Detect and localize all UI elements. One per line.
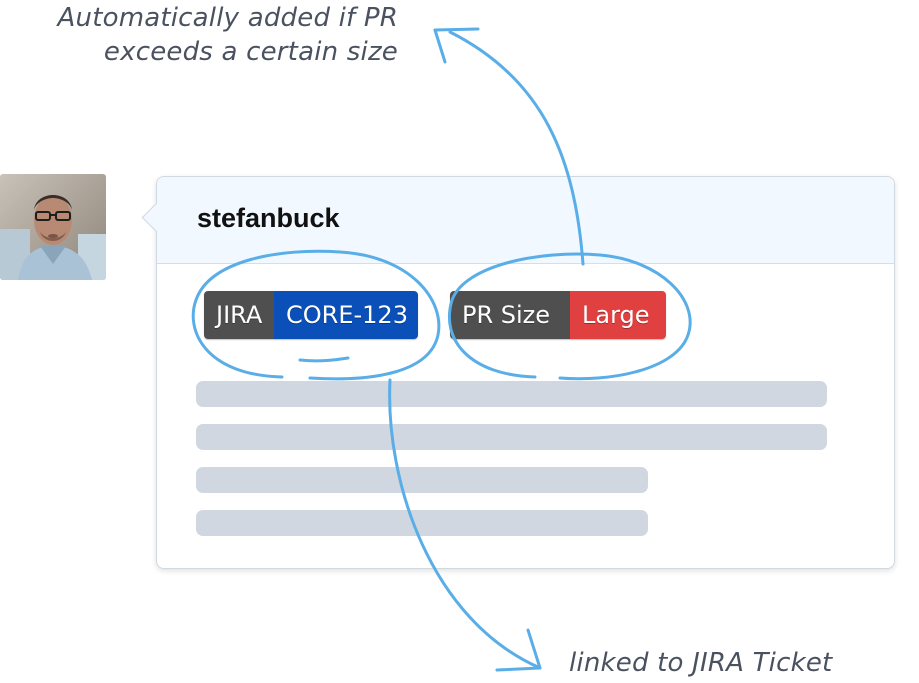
comment-header: stefanbuck bbox=[141, 177, 894, 264]
comment-username[interactable]: stefanbuck bbox=[197, 203, 340, 233]
avatar[interactable] bbox=[0, 174, 106, 280]
user-avatar-photo-icon bbox=[0, 174, 106, 280]
annotation-jira-note: linked to JIRA Ticket bbox=[569, 648, 833, 678]
annotation-size-line2: exceeds a certain size bbox=[103, 37, 398, 67]
pr-size-label[interactable]: PR Size Large bbox=[450, 291, 666, 339]
jira-label-value: CORE-123 bbox=[274, 291, 418, 339]
annotation-size-line1: Automatically added if PR bbox=[57, 3, 398, 33]
jira-label-key: JIRA bbox=[204, 291, 274, 339]
annotation-size-note: Automatically added if PR exceeds a cert… bbox=[58, 1, 398, 69]
body-placeholder-line bbox=[196, 424, 827, 450]
comment-pointer bbox=[141, 202, 172, 233]
pr-size-label-value: Large bbox=[570, 291, 666, 339]
comment-card: stefanbuck JIRA CORE-123 PR Size Large bbox=[141, 176, 895, 569]
body-placeholder-line bbox=[196, 381, 827, 407]
body-placeholder-line bbox=[196, 510, 648, 536]
pr-size-label-key: PR Size bbox=[450, 291, 570, 339]
jira-label[interactable]: JIRA CORE-123 bbox=[204, 291, 418, 339]
body-placeholder-line bbox=[196, 467, 648, 493]
